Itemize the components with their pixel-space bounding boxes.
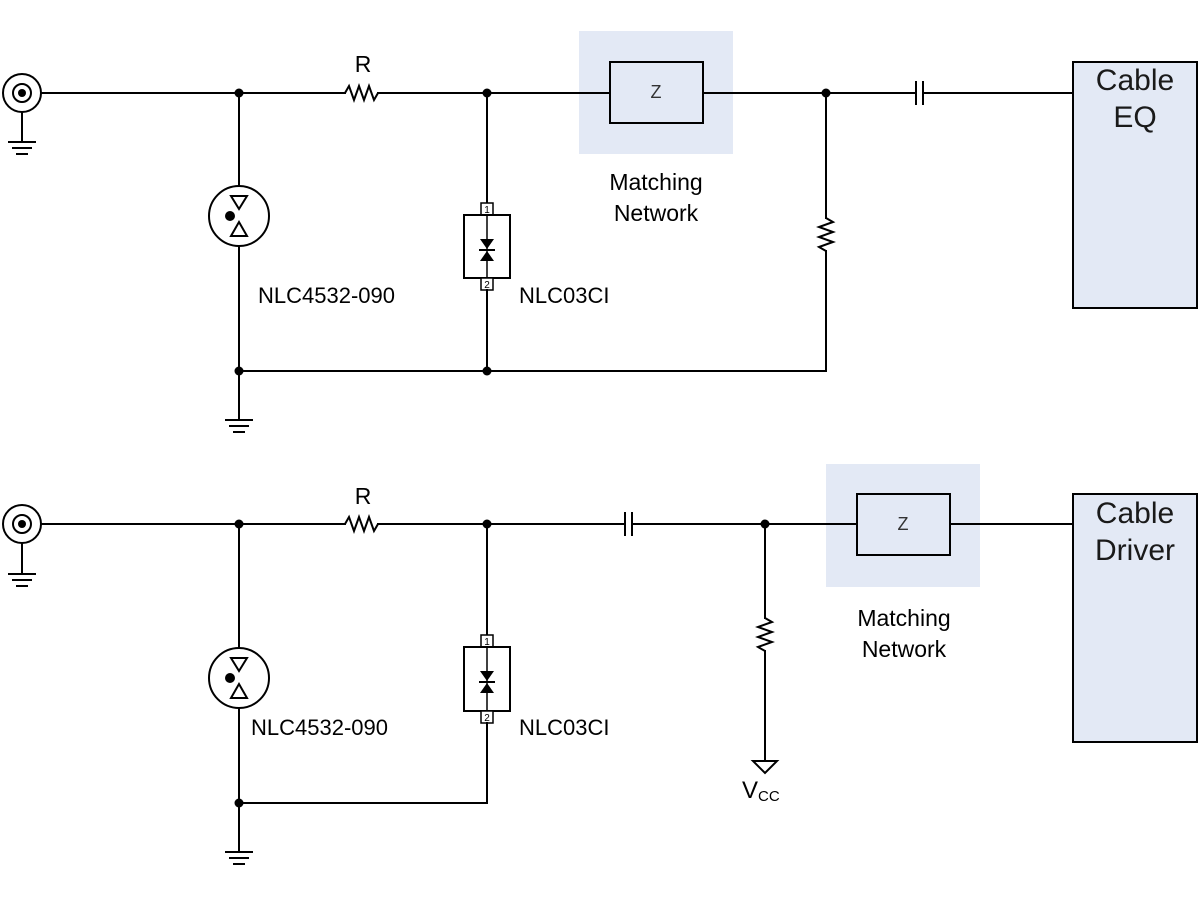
tvs-pin-1-label: 1 bbox=[484, 637, 490, 648]
matching-network-caption-line1: Matching bbox=[857, 605, 950, 631]
junction-dot bbox=[234, 88, 244, 98]
matching-impedance-box bbox=[609, 61, 704, 124]
matching-network-caption-line2: Network bbox=[614, 200, 699, 226]
termination-resistor bbox=[816, 217, 836, 252]
junction-dot bbox=[482, 519, 492, 529]
matching-impedance-box bbox=[856, 493, 951, 556]
cable-driver-label-line1: Cable bbox=[1096, 497, 1174, 530]
ground-icon bbox=[225, 419, 253, 433]
resistor-label: R bbox=[355, 483, 372, 509]
gas-discharge-tube bbox=[208, 185, 270, 247]
coax-connector bbox=[2, 504, 42, 587]
matching-impedance-label: Z bbox=[651, 82, 662, 102]
circuit-cable-eq: Z Cable EQ NLC4532-090 1 bbox=[2, 31, 1198, 433]
gdt-part-label: NLC4532-090 bbox=[258, 283, 395, 308]
coax-connector bbox=[2, 73, 42, 155]
junction-dot bbox=[234, 798, 244, 808]
junction-dot bbox=[234, 366, 244, 376]
cable-driver-label-line2: Driver bbox=[1095, 534, 1175, 567]
ground-icon bbox=[8, 141, 36, 155]
tvs-pin-1-label: 1 bbox=[484, 205, 490, 216]
junction-dot bbox=[234, 519, 244, 529]
tvs-pin-2-label: 2 bbox=[484, 713, 490, 724]
ground-icon bbox=[8, 573, 36, 587]
junction-dot bbox=[482, 88, 492, 98]
series-resistor bbox=[344, 83, 379, 103]
tvs-diode: 1 2 bbox=[463, 634, 511, 724]
vcc-label: VCC bbox=[742, 777, 780, 805]
vcc-supply-icon bbox=[750, 760, 780, 775]
ground-icon bbox=[225, 851, 253, 865]
junction-dot bbox=[821, 88, 831, 98]
tvs-part-label: NLC03CI bbox=[519, 715, 609, 740]
resistor-label: R bbox=[355, 51, 372, 77]
tvs-pin-2-label: 2 bbox=[484, 280, 490, 291]
coupling-capacitor bbox=[915, 81, 924, 105]
junction-dot bbox=[760, 519, 770, 529]
matching-network-caption-line1: Matching bbox=[609, 169, 702, 195]
cable-driver-block bbox=[1072, 493, 1198, 743]
cable-eq-label-line1: Cable bbox=[1096, 64, 1174, 97]
circuit-cable-driver: Z Cable Driver NLC4532-090 1 2 bbox=[2, 464, 1198, 865]
vcc-label-subscript: CC bbox=[758, 788, 780, 805]
series-resistor bbox=[344, 514, 379, 534]
cable-eq-block bbox=[1072, 61, 1198, 309]
junction-dot bbox=[482, 366, 492, 376]
cable-eq-label-line2: EQ bbox=[1113, 101, 1156, 134]
tvs-part-label: NLC03CI bbox=[519, 283, 609, 308]
gdt-part-label: NLC4532-090 bbox=[251, 715, 388, 740]
matching-network-caption-line2: Network bbox=[862, 636, 947, 662]
gas-discharge-tube bbox=[208, 647, 270, 709]
matching-impedance-label: Z bbox=[898, 514, 909, 534]
vcc-label-main: V bbox=[742, 777, 758, 804]
bias-resistor bbox=[755, 617, 775, 652]
tvs-diode: 1 2 bbox=[463, 202, 511, 291]
coupling-capacitor bbox=[624, 512, 633, 536]
